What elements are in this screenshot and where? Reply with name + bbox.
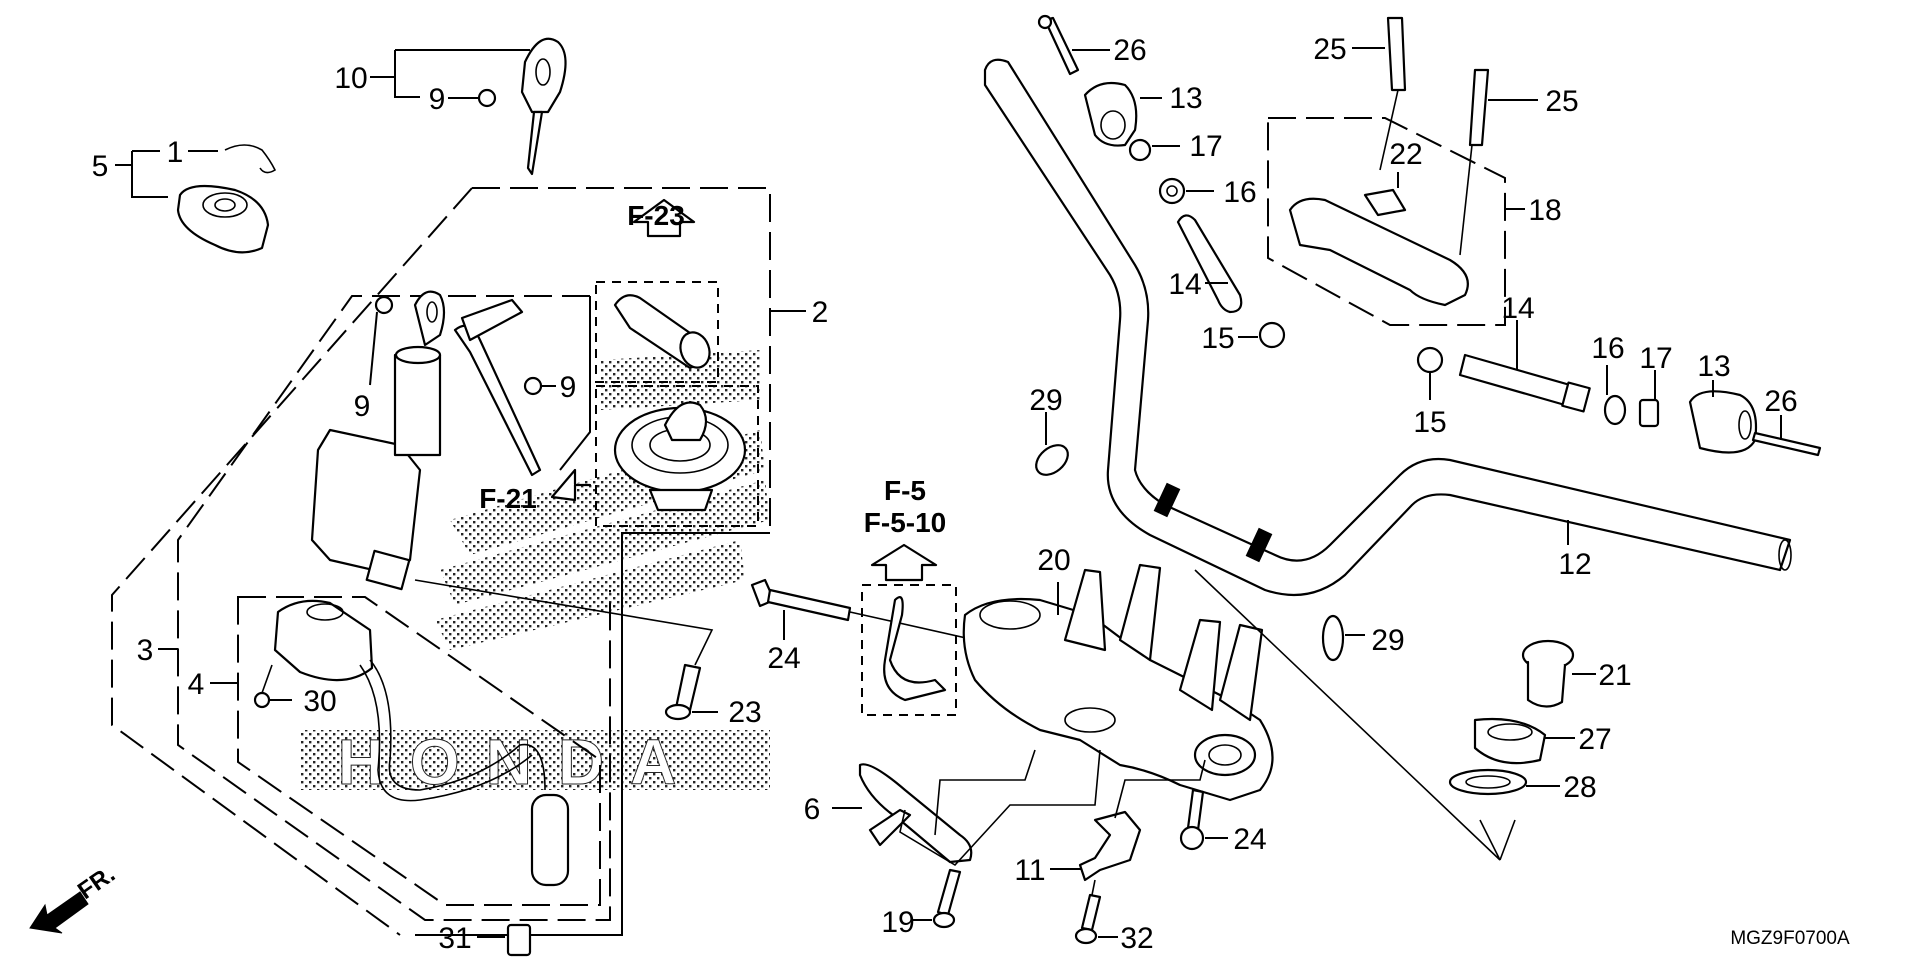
callout-10: 10 [334,62,367,95]
callout-17: 17 [1639,342,1672,375]
bolt-32-part [1074,879,1118,945]
callout-6: 6 [804,793,821,826]
lock-cylinder-part [613,294,711,370]
key-tag-part [477,88,497,108]
callout-13: 13 [1169,82,1202,115]
inner-box-f23 [595,281,759,527]
callout-29: 29 [1029,384,1062,417]
callout-14: 14 [1501,292,1534,325]
up-arrow-icon-f23 [632,198,696,238]
up-arrow-icon-f5 [870,543,938,582]
callout-19: 19 [881,906,914,939]
callout-9: 9 [354,390,371,423]
callout-14: 14 [1168,268,1201,301]
callout-20: 20 [1037,544,1070,577]
callout-16: 16 [1591,332,1624,365]
diagram-code: MGZ9F0700A [1730,928,1850,949]
callout-16: 16 [1223,176,1256,209]
ref-f5-10: F-5-10 [864,507,946,538]
callout-28: 28 [1563,771,1596,804]
callout-23: 23 [728,696,761,729]
callout-24: 24 [767,642,800,675]
wire-clamp-6-part [832,749,1101,867]
callout-24: 24 [1233,823,1266,856]
bolt-23-part [414,579,718,721]
weight-group-lower [1416,320,1822,457]
group-outline-switch [210,596,601,906]
bolt-24b-part [1179,788,1228,851]
ref-f5: F-5 [884,475,926,506]
weight-group-upper [1037,14,1286,349]
stem-parts-group [1448,639,1596,796]
switch-cover-part [115,144,277,254]
callout-13: 13 [1697,350,1730,383]
handlebar-holder-group [1267,16,1538,326]
ignition-switch-body [310,290,542,591]
screw-30-part [253,664,292,709]
top-bridge-part [962,563,1274,802]
stay-11-part [1050,759,1206,882]
callout-17: 17 [1189,130,1222,163]
callout-30: 30 [303,685,336,718]
callout-32: 32 [1120,922,1153,955]
callout-2: 2 [812,296,829,329]
callout-5: 5 [92,150,109,183]
bolt-24-part [750,578,976,641]
callout-12: 12 [1558,548,1591,581]
callout-9: 9 [560,371,577,404]
callout-21: 21 [1598,659,1631,692]
ref-f21: F-21 [479,483,537,514]
callouts: 10 9 1 5 2 9 9 3 4 30 23 31 24 20 6 19 1… [92,33,1798,955]
clip-29a-part [1035,412,1069,476]
key-part [370,37,567,176]
callout-9: 9 [429,83,446,116]
callout-31: 31 [438,922,471,955]
front-arrow-icon: FR. [29,861,120,934]
handlebar-part [983,58,1792,597]
ref-f23: F-23 [627,200,685,231]
callout-25: 25 [1545,85,1578,118]
callout-4: 4 [188,668,205,701]
watermark-text: HONDA [338,726,703,798]
callout-25: 25 [1313,33,1346,66]
callout-18: 18 [1528,194,1561,227]
clamp-part [883,596,947,702]
ignition-switch-lower-part [273,599,570,887]
connector-31-part [477,923,532,957]
callout-22: 22 [1389,138,1422,171]
callout-15: 15 [1201,322,1234,355]
group-outline-key-set [158,295,611,921]
clip-29b-part [1321,614,1365,662]
callout-26: 26 [1764,385,1797,418]
callout-1: 1 [167,136,184,169]
bolt-19-part [912,868,962,929]
callout-3: 3 [137,634,154,667]
callout-29: 29 [1371,624,1404,657]
callout-27: 27 [1578,723,1611,756]
fuel-cap-lock-part [613,401,747,512]
left-arrow-icon-f21 [550,468,592,502]
callout-15: 15 [1413,406,1446,439]
callout-26: 26 [1113,34,1146,67]
callout-11: 11 [1014,854,1045,887]
